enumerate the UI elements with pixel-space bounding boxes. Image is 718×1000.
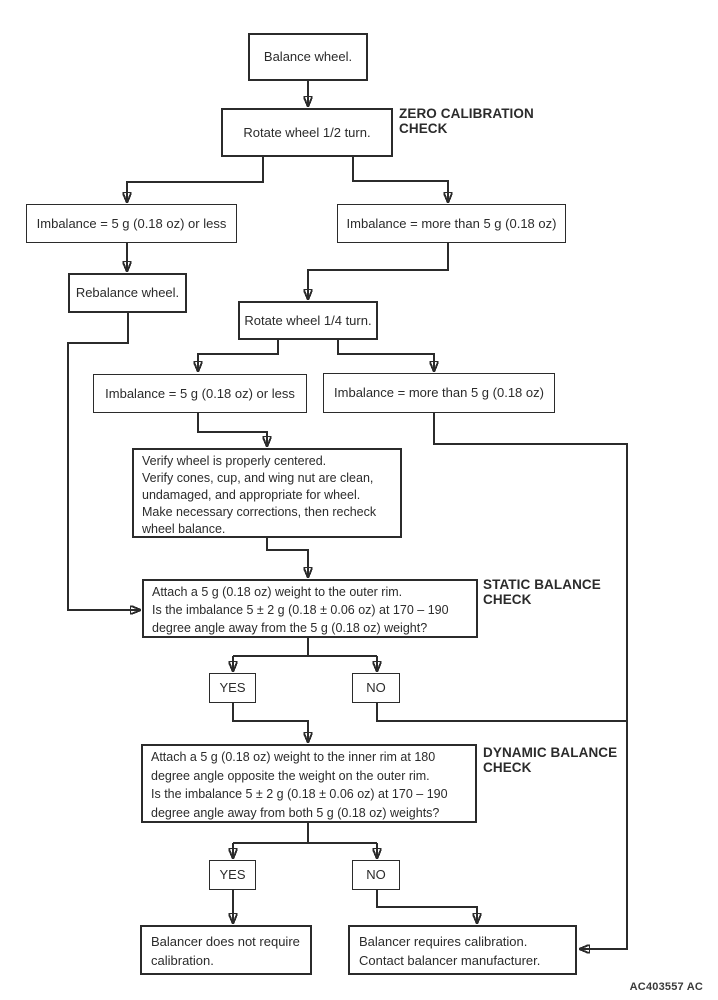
node-imbalance-more-2: Imbalance = more than 5 g (0.18 oz) (323, 373, 555, 413)
node-no-static: NO (352, 673, 400, 703)
section-label-static-balance-check: STATIC BALANCE CHECK (483, 577, 601, 607)
edge-more2-to-requirescal (433, 413, 628, 949)
section-label-zero-calibration-check: ZERO CALIBRATION CHECK (399, 106, 534, 136)
node-dynamic-balance-check: Attach a 5 g (0.18 oz) weight to the inn… (141, 744, 477, 823)
node-imbalance-less-1: Imbalance = 5 g (0.18 oz) or less (26, 204, 237, 243)
node-rotate-quarter-turn: Rotate wheel 1/4 turn. (238, 301, 378, 340)
node-static-balance-check: Attach a 5 g (0.18 oz) weight to the out… (142, 579, 478, 638)
edge-rotatequarter-to-more2 (337, 340, 434, 371)
section-label-dynamic-balance-check: DYNAMIC BALANCE CHECK (483, 745, 618, 775)
node-verify-wheel: Verify wheel is properly centered. Verif… (132, 448, 402, 538)
node-balancer-requires-calibration: Balancer requires calibration. Contact b… (348, 925, 577, 975)
node-imbalance-less-2: Imbalance = 5 g (0.18 oz) or less (93, 374, 307, 413)
node-yes-static: YES (209, 673, 256, 703)
node-yes-dynamic: YES (209, 860, 256, 890)
node-rebalance-wheel: Rebalance wheel. (68, 273, 187, 313)
edge-more1-to-rotatequarter (308, 243, 449, 299)
node-no-dynamic: NO (352, 860, 400, 890)
node-imbalance-more-1: Imbalance = more than 5 g (0.18 oz) (337, 204, 566, 243)
edge-no2-to-requirescal (376, 890, 477, 923)
edge-rotatequarter-to-less2 (198, 340, 279, 371)
figure-code: AC403557 AC (629, 981, 703, 993)
edge-verify-to-staticcheck (266, 538, 308, 577)
edge-rotatehalf-to-less1 (127, 157, 264, 202)
edge-less2-to-verify (197, 413, 267, 446)
edge-yes1-to-dynamiccheck (232, 703, 308, 742)
node-balancer-ok: Balancer does not require calibration. (140, 925, 312, 975)
node-rotate-half-turn: Rotate wheel 1/2 turn. (221, 108, 393, 157)
edge-rotatehalf-to-more1 (352, 157, 448, 202)
node-balance-wheel: Balance wheel. (248, 33, 368, 81)
edge-no1-to-rightrail (376, 703, 626, 722)
edge-rebalance-to-staticcheck (67, 313, 140, 610)
